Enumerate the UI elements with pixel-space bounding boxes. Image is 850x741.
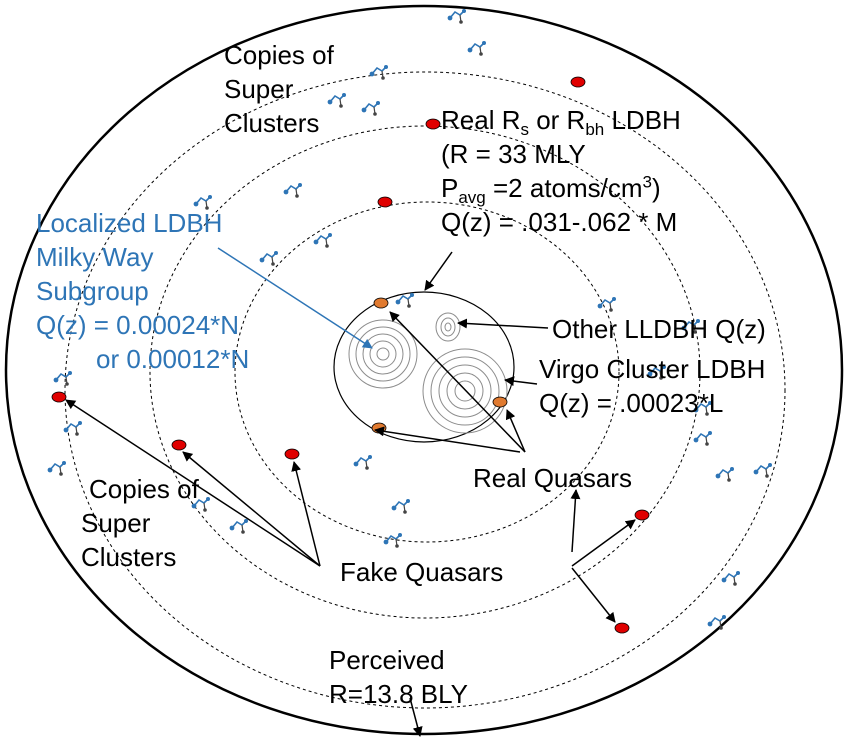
real-ldbh-line-3: Pavg =2 atoms/cm3) [441,172,661,208]
copies-of-super-clusters-top: Copies of Super Clusters [224,38,334,140]
fake-quasar [284,448,300,460]
copies-top-line-2: Super [224,74,294,104]
real-ldbh-label: Real Rs or Rbh LDBH (R = 33 MLY Pavg =2 … [441,103,681,239]
other-lldbh-spiral-icon [435,312,461,342]
localized-ldbh-label: Localized LDBH Milky Way Subgroup Q(z) =… [36,206,249,376]
black-arrows [65,251,636,737]
ring-4 [64,71,786,709]
perceived-line-1: Perceived [329,645,445,675]
virgo-line-2: Q(z) = .00023*L [539,388,724,418]
local-region-ellipse [333,291,515,443]
real-quasars-label: Real Quasars [473,463,632,493]
real-quasar [492,396,508,408]
virgo-line-1: Virgo Cluster LDBH [539,354,766,384]
copies-bottom-line-1: Copies of [89,474,199,504]
copies-of-super-clusters-bottom: Copies of Super Clusters [81,472,199,574]
fake-quasars-label: Fake Quasars [340,557,504,587]
fake-quasar [570,76,586,88]
copies-top-line-3: Clusters [224,108,320,138]
ring-2 [234,201,620,543]
localized-ldbh-arrow [217,247,373,349]
real-ldbh-line-4: Q(z) = .031-.062 * M [441,207,678,237]
real-quasar [373,297,389,309]
copies-bottom-line-2: Super [81,508,151,538]
fake-quasar [614,622,630,634]
fake-quasar-dots [51,76,650,634]
perceived-line-2: R=13.8 BLY [329,679,469,709]
copies-bottom-line-3: Clusters [81,542,177,572]
copies-top-line-1: Copies of [224,40,334,70]
virgo-cluster-label: Virgo Cluster LDBH Q(z) = .00023*L [539,352,765,420]
fake-quasar [634,509,650,521]
localized-line-2: Milky Way [36,242,154,272]
other-lldbh-label: Other LLDBH Q(z) [552,314,766,344]
real-ldbh-line-1: Real Rs or Rbh LDBH [441,105,681,140]
localized-line-3: Subgroup [36,276,149,306]
fake-quasar [171,439,187,451]
fake-quasar [425,118,441,130]
perceived-radius-label: Perceived R=13.8 BLY [329,643,468,711]
localized-line-4: Q(z) = 0.00024*N [36,310,240,340]
outer-boundary-ellipse [4,4,844,736]
virgo-spiral-icon [422,348,508,434]
real-ldbh-line-2: (R = 33 MLY [441,139,586,169]
ring-3 [149,125,701,619]
fake-quasar [377,196,393,208]
milky-way-spiral-icon [348,319,418,389]
localized-line-5: or 0.00012*N [96,344,250,374]
localized-line-1: Localized LDBH [36,208,223,238]
fake-quasar [51,391,67,403]
